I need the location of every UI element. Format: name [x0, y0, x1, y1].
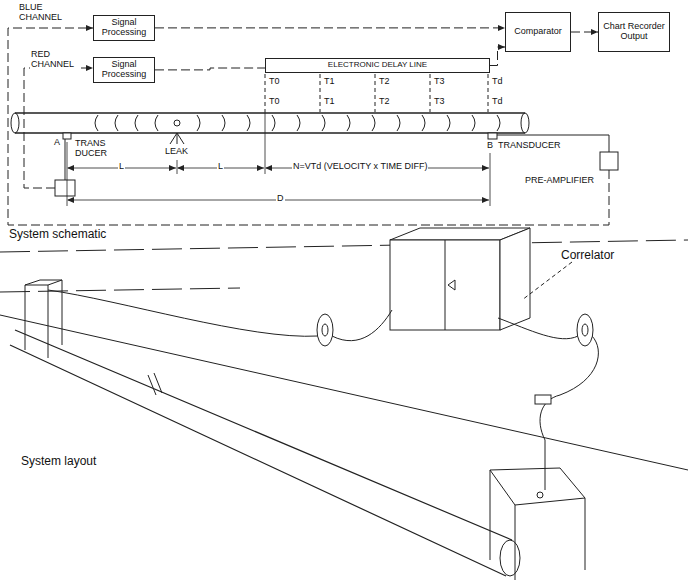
- dimension-label: N=VTd (VELOCITY x TIME DIFF): [292, 162, 428, 172]
- pipe-end: [521, 113, 529, 133]
- channel-label: RED CHANNEL: [30, 50, 80, 70]
- box-text: Comparator: [514, 27, 562, 37]
- dimension-label: D: [276, 194, 285, 204]
- access-pit: [490, 468, 585, 580]
- delay-line-band: ELECTRONIC DELAY LINE: [265, 58, 490, 73]
- cable: [498, 318, 578, 339]
- signal-connector: [155, 27, 505, 28]
- pre-amplifier-box: [535, 395, 551, 404]
- figure-caption: System schematic: [8, 228, 107, 241]
- time-label: T3: [433, 97, 446, 107]
- time-label: Td: [491, 97, 504, 107]
- dimension-lines: [67, 112, 490, 206]
- part-label: Correlator: [560, 249, 615, 262]
- correlator-handle: [448, 280, 455, 290]
- cable-reel: [582, 324, 588, 336]
- sound-waves: [95, 115, 500, 131]
- blue-signal-wire: [8, 28, 609, 225]
- delay-tap-label: T0: [268, 77, 281, 87]
- correlator-box: [445, 228, 530, 330]
- cable-reel: [317, 314, 333, 346]
- service-line: [0, 315, 688, 470]
- time-label: T0: [268, 97, 281, 107]
- box-text: Signal Processing: [97, 60, 151, 80]
- road-edge: [0, 288, 240, 292]
- point-label: B: [486, 141, 494, 151]
- cable: [48, 290, 318, 336]
- figure-caption: System layout: [20, 455, 97, 468]
- delay-tap-lines: [265, 74, 488, 112]
- delay-tap-label: T2: [378, 77, 391, 87]
- box-text: Chart Recorder Output: [602, 22, 666, 42]
- cable-reel: [577, 314, 593, 346]
- part-label: TRANS DUCER: [74, 139, 110, 159]
- signal-processing-box: Signal Processing: [93, 57, 155, 83]
- delay-tap-label: T3: [433, 77, 446, 87]
- dimension-label: L: [118, 162, 125, 172]
- pre-amplifier-box: [55, 180, 75, 196]
- transducer-wire: [65, 139, 66, 180]
- signal-connector: [571, 32, 598, 33]
- cable-reel: [322, 324, 328, 336]
- chart-recorder-box: Chart Recorder Output: [598, 12, 670, 52]
- pipe-end: [500, 540, 520, 576]
- part-label: TRANSDUCER: [497, 141, 562, 151]
- cable: [540, 336, 598, 490]
- red-signal-wire: [24, 68, 93, 188]
- leader-line: [522, 262, 572, 300]
- transducer-wire: [497, 135, 609, 152]
- point-label: A: [53, 138, 61, 148]
- dimension-label: L: [217, 162, 224, 172]
- time-label: T1: [323, 97, 336, 107]
- transducer-a: [63, 133, 71, 139]
- transducer: [537, 492, 543, 498]
- pipe: [15, 113, 525, 133]
- part-label: PRE-AMPLIFIER: [524, 176, 595, 186]
- pre-amplifier-box: [600, 152, 618, 170]
- signal-connector: [155, 68, 265, 70]
- signal-connector: [490, 47, 505, 66]
- cable: [332, 310, 392, 341]
- main-pipe: [10, 330, 512, 576]
- transducer-b: [488, 133, 497, 139]
- box-text: Signal Processing: [97, 18, 151, 38]
- box-text: ELECTRONIC DELAY LINE: [328, 61, 427, 70]
- delay-tap-label: Td: [491, 77, 504, 87]
- delay-tap-label: T1: [323, 77, 336, 87]
- channel-label: BLUE CHANNEL: [18, 3, 70, 23]
- break-mark: [148, 373, 162, 395]
- time-label: T2: [378, 97, 391, 107]
- comparator-box: Comparator: [505, 12, 571, 52]
- leak-spray: [170, 133, 184, 144]
- signal-processing-box: Signal Processing: [93, 15, 155, 41]
- part-label: LEAK: [164, 147, 189, 157]
- leak-point: [174, 120, 180, 126]
- pipe-end: [11, 113, 19, 133]
